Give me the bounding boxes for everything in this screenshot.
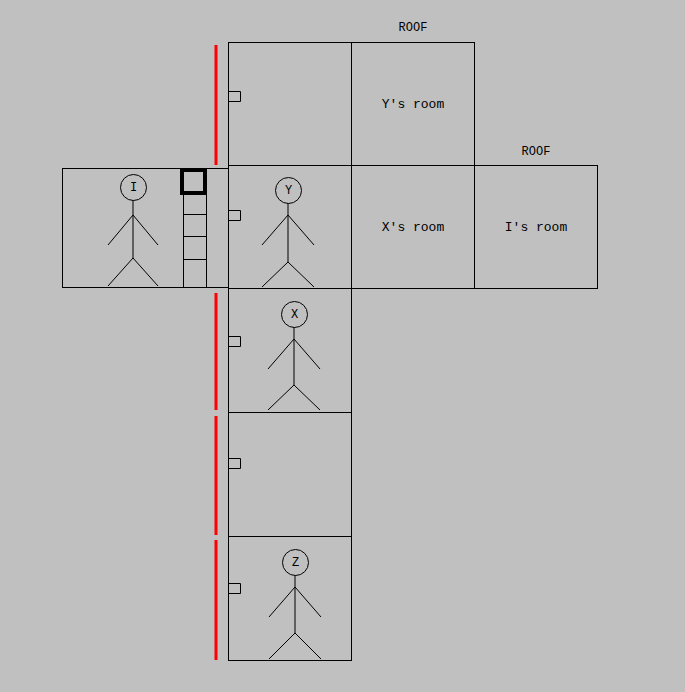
roof-label: ROOF [522, 145, 551, 159]
left-room [63, 169, 229, 288]
corridor-room [229, 413, 352, 537]
room-box: I's room [474, 165, 598, 289]
ladder [183, 168, 207, 287]
person-letter: I [130, 181, 137, 195]
room-name: Y's room [382, 97, 444, 112]
room-name: X's room [382, 220, 444, 235]
corridor-room [229, 537, 352, 661]
room-name: I's room [505, 220, 567, 235]
roof-label: ROOF [399, 21, 428, 35]
stick-figure-bodies [108, 200, 321, 659]
room-box: Y's room [351, 42, 475, 166]
door-handles [229, 92, 241, 594]
person-head: Y [275, 177, 302, 204]
person-head: Z [282, 549, 309, 576]
person-head: X [281, 301, 308, 328]
corridor-room [229, 43, 352, 166]
red-walls [215, 45, 218, 660]
corridor-room [229, 289, 352, 413]
person-letter: X [291, 308, 298, 322]
person-letter: Z [292, 556, 299, 570]
corridor-room [229, 166, 352, 289]
room-box: X's room [351, 165, 475, 289]
person-head: I [120, 174, 147, 201]
hatch-square [182, 170, 205, 193]
person-letter: Y [285, 184, 292, 198]
